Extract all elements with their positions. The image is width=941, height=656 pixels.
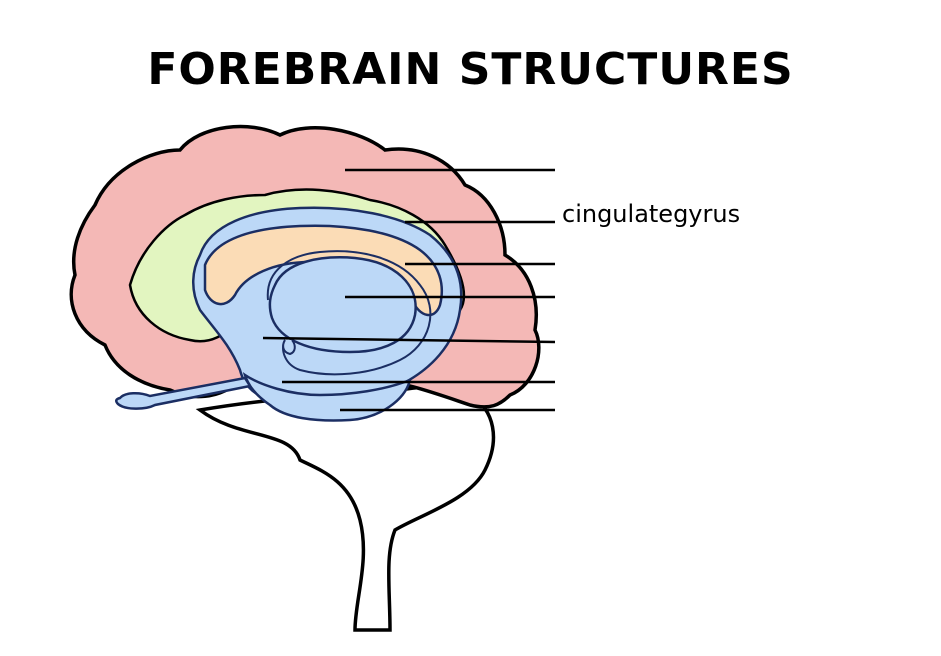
- brainstem: [195, 385, 496, 632]
- label-line-5: [262, 336, 556, 344]
- fornix: [266, 250, 432, 376]
- diagram-title: FOREBRAIN STRUCTURES: [147, 44, 794, 95]
- thalamus: [268, 256, 417, 354]
- pituitary: [282, 339, 296, 356]
- label-cingulate-gyrus: cingulategyrus: [562, 200, 741, 228]
- olfactory-bulb: [115, 376, 253, 410]
